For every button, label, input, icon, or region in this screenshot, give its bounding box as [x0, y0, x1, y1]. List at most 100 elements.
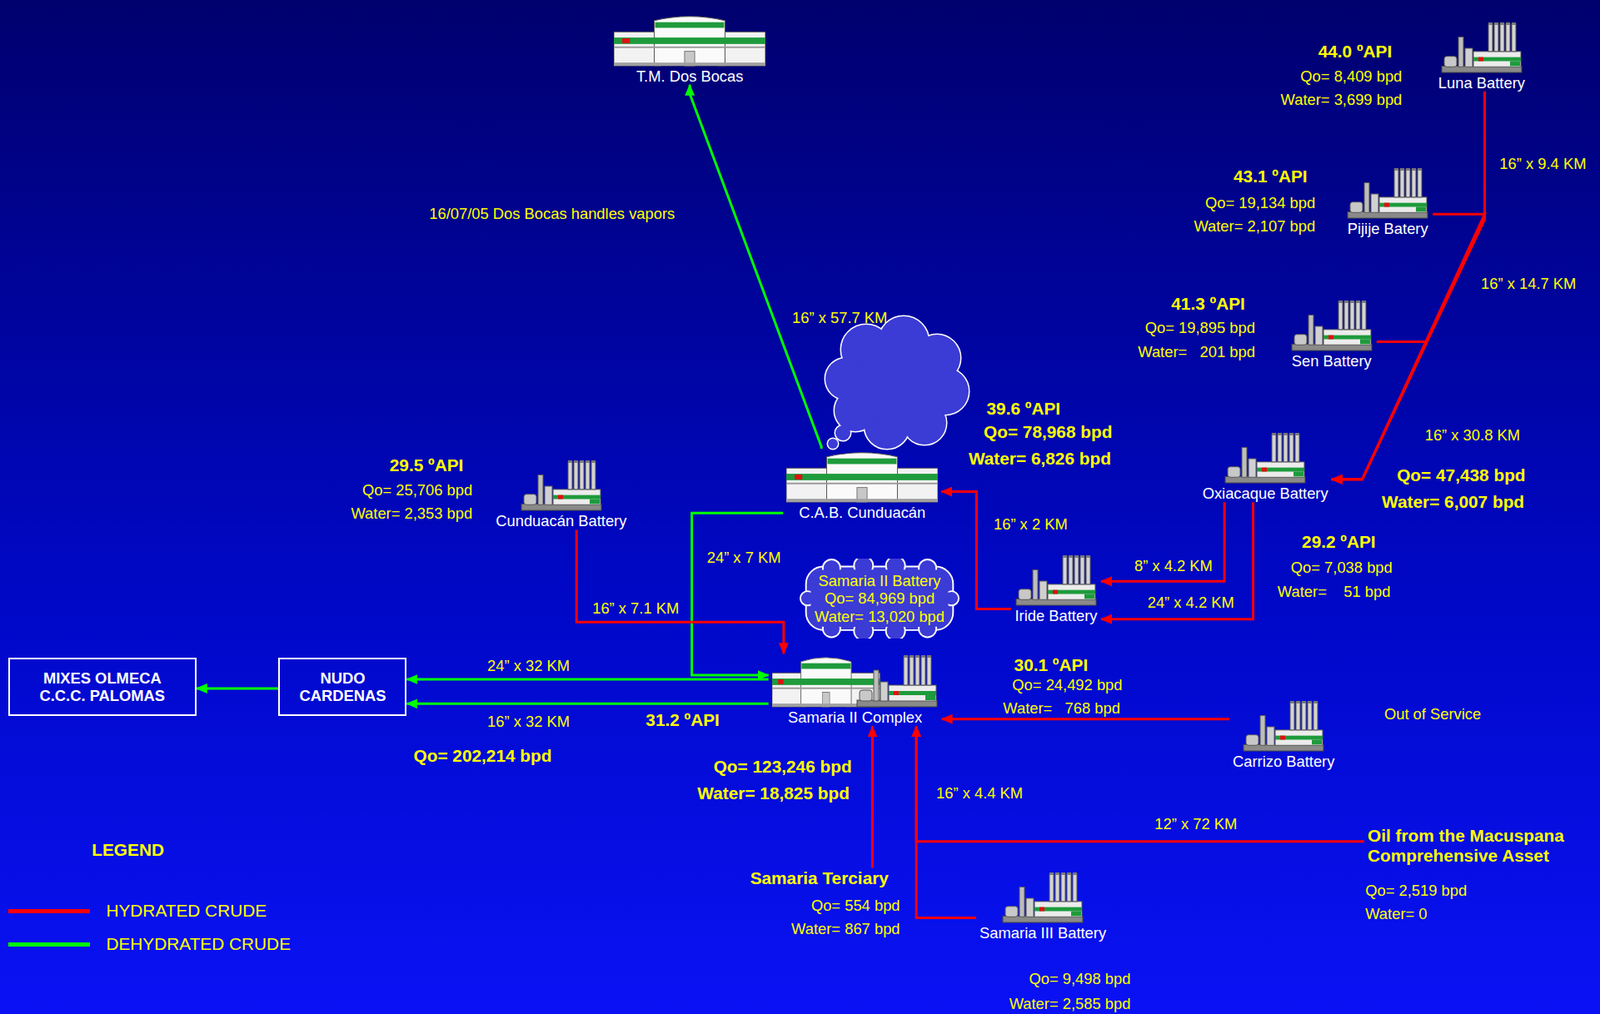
pipe-size-label: 16” x 7.1 KM: [592, 600, 679, 619]
legend-text: HYDRATED CRUDE: [105, 901, 267, 922]
pipe-size-label: 12” x 72 KM: [1154, 815, 1237, 833]
pipe-size-label: 16” x 2 KM: [993, 515, 1068, 534]
plant-icon: [786, 448, 938, 504]
source-text: Samaria Terciary: [747, 868, 893, 889]
flow-figure: Water= 6,826 bpd: [968, 448, 1112, 469]
pipeline-connector: [871, 726, 874, 868]
flow-figure: 30.1 ºAPI: [1014, 655, 1089, 676]
flow-figure: 39.6 ºAPI: [986, 398, 1062, 419]
node-name: Samaria Terciary: [750, 868, 889, 889]
legend-swatch: [8, 942, 90, 948]
pipe-size-label: 16” x 32 KM: [487, 713, 570, 732]
cloud-callout: Samaria II BatteryQo= 84,969 bpdWater= 1…: [799, 558, 960, 639]
note-label: Qo= 2,519 bpd: [1365, 882, 1467, 900]
complex-icon: [772, 653, 939, 709]
pipe-size-label: 24” x 7 KM: [707, 549, 782, 568]
pipeline-connector: [406, 702, 768, 706]
note-label: Qo= 554 bpd: [811, 897, 901, 915]
pipeline-connector: [916, 726, 977, 918]
pipe-size-label: 8” x 4.2 KM: [1134, 557, 1213, 575]
battery-icon: [1014, 553, 1098, 608]
node-name: Oil from the Macuspana Comprehensive Ass…: [1367, 826, 1572, 867]
node-name: C.A.B. Cunduacán: [798, 503, 926, 522]
flow-figure: 43.1 ºAPI: [1233, 166, 1308, 187]
cloud-outline: [825, 316, 969, 449]
node-name: Samaria III Battery: [979, 924, 1107, 943]
battery-icon: [1241, 699, 1326, 753]
pipeline-connector: [1331, 91, 1486, 480]
note-label: Water= 3,699 bpd: [1280, 91, 1403, 110]
source-text: Oil from the Macuspana Comprehensive Ass…: [1364, 826, 1576, 867]
note-label: 16” x 30.8 KM: [1425, 427, 1521, 445]
note-label: Out of Service: [1384, 705, 1481, 723]
note-label: Water= 867 bpd: [791, 921, 900, 939]
note-label: Water= 2,585 bpd: [1009, 995, 1132, 1013]
pipeline-connector: [916, 726, 1365, 842]
note-label: Qo= 8,409 bpd: [1300, 67, 1402, 85]
legend-text: DEHYDRATED CRUDE: [105, 934, 291, 955]
pipeline-connector: [1101, 502, 1253, 619]
battery-node: Carrizo Battery: [1229, 699, 1338, 771]
cloud-text: Qo= 84,969 bpd: [824, 589, 935, 608]
flow-figure: Qo= 78,968 bpd: [983, 422, 1112, 443]
flow-figure: Qo= 47,438 bpd: [1396, 465, 1526, 486]
pipeline-connector: [689, 84, 822, 449]
flow-figure: 41.3 ºAPI: [1171, 294, 1246, 315]
box-label: NUDO CARDENAS: [296, 669, 389, 705]
note-label: Qo= 19,895 bpd: [1145, 319, 1256, 338]
legend-swatch: [8, 909, 90, 914]
battery-icon: [1290, 299, 1374, 353]
battery-icon: [519, 458, 604, 513]
node-name: Samaria II Complex: [787, 708, 923, 727]
node-name: Sen Battery: [1291, 352, 1372, 370]
pipeline-connector: [942, 717, 1230, 721]
note-label: 16/07/05 Dos Bocas handles vapors: [428, 205, 675, 224]
battery-icon: [1001, 871, 1085, 925]
note-label: Water= 0: [1365, 905, 1427, 923]
node-name: T.M. Dos Bocas: [636, 67, 744, 85]
flow-figure: LEGEND: [91, 840, 165, 861]
node-name: Pijije Batery: [1347, 219, 1429, 238]
battery-node: Oxiacaque Battery: [1199, 431, 1332, 503]
note-label: 16” x 9.4 KM: [1499, 155, 1586, 174]
flow-figure: 31.2 ºAPI: [645, 710, 720, 731]
destination-box: MIXES OLMECA C.C.C. PALOMAS: [8, 657, 197, 717]
flow-figure: Qo= 123,246 bpd: [713, 757, 853, 778]
flow-figure: 29.5 ºAPI: [389, 455, 464, 476]
terminal-node: T.M. Dos Bocas: [610, 12, 769, 85]
note-label: Water= 2,107 bpd: [1193, 217, 1316, 235]
note-label: Water= 2,353 bpd: [350, 505, 473, 524]
pipeline-connector: [196, 687, 280, 690]
flow-figure: Qo= 202,214 bpd: [413, 746, 552, 767]
flow-figure: Water= 6,007 bpd: [1381, 492, 1525, 513]
flow-figure: Water= 18,825 bpd: [697, 783, 850, 804]
complex-node: Samaria II Complex: [768, 653, 943, 727]
battery-node: Samaria III Battery: [976, 871, 1110, 943]
box-label: MIXES OLMECA C.C.C. PALOMAS: [35, 669, 170, 705]
note-label: Qo= 24,492 bpd: [1011, 677, 1122, 695]
note-label: Qo= 9,498 bpd: [1028, 971, 1131, 989]
plant-node: C.A.B. Cunduacán: [782, 448, 942, 522]
pipeline-connector: [576, 529, 784, 654]
plant-icon: [613, 12, 766, 68]
battery-node: Pijije Batery: [1342, 166, 1433, 238]
node-name: Carrizo Battery: [1232, 752, 1335, 771]
cloud-fill: [825, 316, 969, 449]
node-name: Oxiacaque Battery: [1202, 484, 1329, 503]
battery-node: Luna Battery: [1435, 20, 1529, 92]
node-name: Luna Battery: [1438, 74, 1526, 92]
battery-icon: [1223, 431, 1307, 485]
battery-icon: [1345, 166, 1430, 220]
junction-box: NUDO CARDENAS: [278, 657, 407, 717]
battery-node: Iride Battery: [1011, 553, 1102, 625]
note-label: Water= 768 bpd: [1002, 700, 1121, 718]
pipeline-connector: [406, 677, 768, 681]
note-label: Qo= 19,134 bpd: [1205, 194, 1316, 212]
pipe-size-label: 16” x 4.4 KM: [936, 785, 1023, 803]
pipeline-connector: [941, 492, 1012, 610]
cloud-text: Water= 13,020 bpd: [814, 608, 945, 626]
note-label: Water= 51 bpd: [1277, 583, 1391, 601]
note-label: Qo= 25,706 bpd: [362, 482, 473, 500]
pipeline-connector: [1101, 502, 1225, 582]
